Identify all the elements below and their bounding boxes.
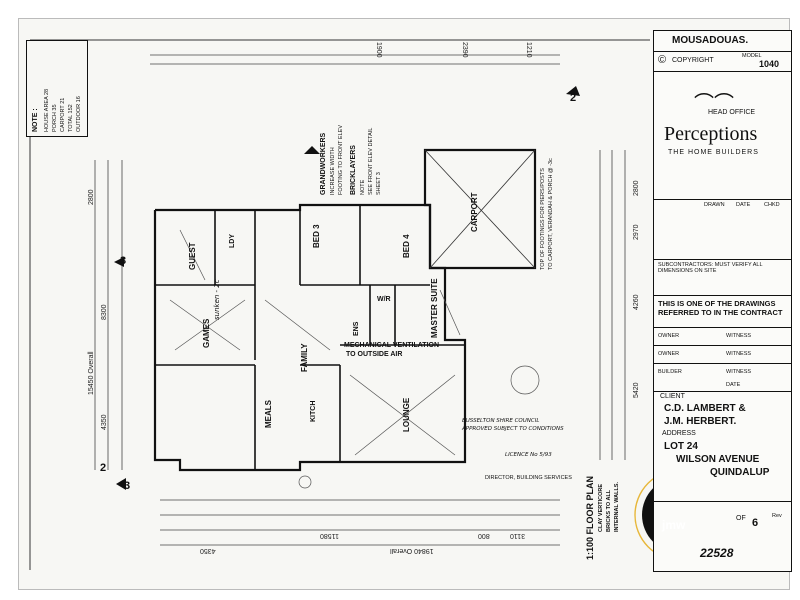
model-number: 1040: [759, 59, 780, 69]
drawn-header: DRAWN: [704, 202, 725, 208]
rev-label: Rev: [772, 513, 782, 519]
copyright-label: COPYRIGHT: [672, 57, 714, 64]
dim-left: 4350: [101, 414, 108, 430]
drawing-title: MOUSADOUAS.: [672, 35, 749, 46]
copyright-icon: ©: [658, 54, 667, 66]
mech-vent-note: TO OUTSIDE AIR: [346, 351, 403, 358]
room-carport: CARPORT: [470, 192, 479, 232]
address-line: LOT 24: [664, 441, 698, 452]
room-ens: ENS: [353, 321, 360, 336]
dim-left: 15450 Overall: [88, 351, 95, 395]
model-label: MODEL: [742, 53, 762, 59]
drawing-number: 22528: [700, 546, 734, 560]
room-meals: MEALS: [264, 400, 273, 428]
note-line: TOTAL 152: [68, 104, 74, 132]
dim-bottom: 11580: [320, 532, 339, 539]
contract-note: THIS IS ONE OF THE DRAWINGS REFERRED TO …: [658, 299, 783, 317]
company-name: Perceptions: [664, 123, 758, 145]
client-name: C.D. LAMBERT &: [664, 403, 746, 414]
dim-right: 2970: [633, 224, 640, 240]
mech-vent-note: MECHANICAL VENTILATION: [344, 342, 440, 349]
dim-bottom: 3110: [510, 532, 526, 539]
shire-stamp-line: LICENCE No 5/93: [505, 452, 552, 458]
bricklayers-note: NOTE: [360, 179, 366, 195]
head-office-label: HEAD OFFICE: [708, 109, 756, 116]
note-line: OUTDOOR 16: [76, 96, 82, 132]
room-family: FAMILY: [300, 343, 309, 372]
address-line: QUINDALUP: [710, 467, 770, 478]
client-name: J.M. HERBERT.: [664, 416, 737, 427]
sig-builder-label: BUILDER: [658, 369, 682, 375]
shire-stamp-line: APPROVED SUBJECT TO CONDITIONS: [462, 426, 564, 432]
dim-left: 2800: [88, 189, 95, 205]
client-label: CLIENT: [660, 393, 685, 400]
sheet-of-label: OF: [736, 515, 746, 522]
address-label: ADDRESS: [662, 430, 696, 437]
company-tagline: THE HOME BUILDERS: [668, 149, 759, 156]
company-logo-mark: ⌒⌒: [694, 93, 734, 115]
sig-date-label: DATE: [726, 382, 741, 388]
watermark-logo: jmw: [662, 518, 686, 532]
title-block: MOUSADOUAS. © COPYRIGHT MODEL 1040 ⌒⌒ HE…: [653, 30, 792, 572]
clay-note: BRICKS TO ALL: [606, 489, 612, 532]
bricklayers-note: SEE FRONT ELEV DETAIL: [368, 127, 374, 195]
sig-witness-label: WITNESS: [726, 369, 752, 375]
dim-right: 4260: [633, 294, 640, 310]
clay-note: INTERNAL WALLS.: [614, 481, 620, 532]
dim-bottom: 4350: [200, 547, 216, 554]
room-kitch: KITCH: [310, 400, 317, 422]
dim-right: 2800: [633, 180, 640, 196]
grandworkers-note: GRANDWORKERS: [320, 132, 327, 195]
note-line: PORCH 35: [52, 104, 58, 132]
room-bed3: BED 3: [312, 224, 321, 248]
chkd-header: CHKD: [764, 202, 780, 208]
shire-stamp-line: DIRECTOR, BUILDING SERVICES: [485, 475, 572, 481]
room-wir: W/R: [377, 296, 391, 303]
sig-owner-label: OWNER: [658, 351, 680, 357]
shire-stamp-line: BUSSELTON SHIRE COUNCIL: [462, 418, 540, 424]
bricklayers-note: SHEET 3: [376, 172, 382, 195]
subcontractors-note: SUBCONTRACTORS: MUST VERIFY ALL DIMENSIO…: [658, 262, 763, 274]
note-title: NOTE :: [32, 108, 39, 132]
section-mark: 3: [124, 480, 131, 492]
note-line: CARPORT 21: [60, 97, 66, 132]
sig-witness-label: WITNESS: [726, 333, 752, 339]
sig-owner-label: OWNER: [658, 333, 680, 339]
section-mark: 2: [570, 92, 577, 104]
plan-title: 1:100 FLOOR PLAN: [585, 475, 595, 560]
room-master-suite: MASTER SUITE: [430, 278, 439, 338]
room-bed4: BED 4: [402, 234, 411, 258]
room-ldy: LDY: [229, 234, 236, 248]
dim-top: 1900: [375, 42, 382, 58]
bricklayers-note: BRICKLAYERS: [350, 145, 357, 195]
date-header: DATE: [736, 202, 751, 208]
sheet-number: 6: [752, 517, 759, 529]
dim-right: 5420: [633, 382, 640, 398]
room-games: GAMES: [202, 318, 211, 348]
room-lounge: LOUNGE: [402, 397, 411, 432]
dim-bottom: 800: [478, 532, 490, 539]
grandworkers-note: FOOTING TO FRONT ELEV: [338, 125, 344, 195]
note-line: HOUSE AREA 28: [44, 88, 50, 132]
section-mark: 2: [100, 462, 107, 474]
dim-bottom: 19840 Overall: [390, 547, 434, 554]
grandworkers-note: INCREASE WIDTH: [330, 147, 336, 195]
section-mark: 3: [120, 255, 127, 267]
footings-note: TOP OF FOOTINGS FOR PIERS/POSTS: [540, 168, 546, 270]
area-note-box: [26, 40, 88, 137]
room-guest: GUEST: [188, 242, 197, 270]
address-line: WILSON AVENUE: [676, 454, 760, 465]
clay-note: CLAY VERTICORE: [598, 484, 604, 532]
dim-left: 8300: [101, 304, 108, 320]
dim-top: 2390: [461, 42, 468, 58]
dim-top: 1210: [525, 42, 532, 58]
footings-note: TO CARPORT, VERANDAH & PORCH @ -3c: [548, 158, 554, 270]
games-note: sunken - 2c: [213, 279, 221, 320]
sig-witness-label: WITNESS: [726, 351, 752, 357]
